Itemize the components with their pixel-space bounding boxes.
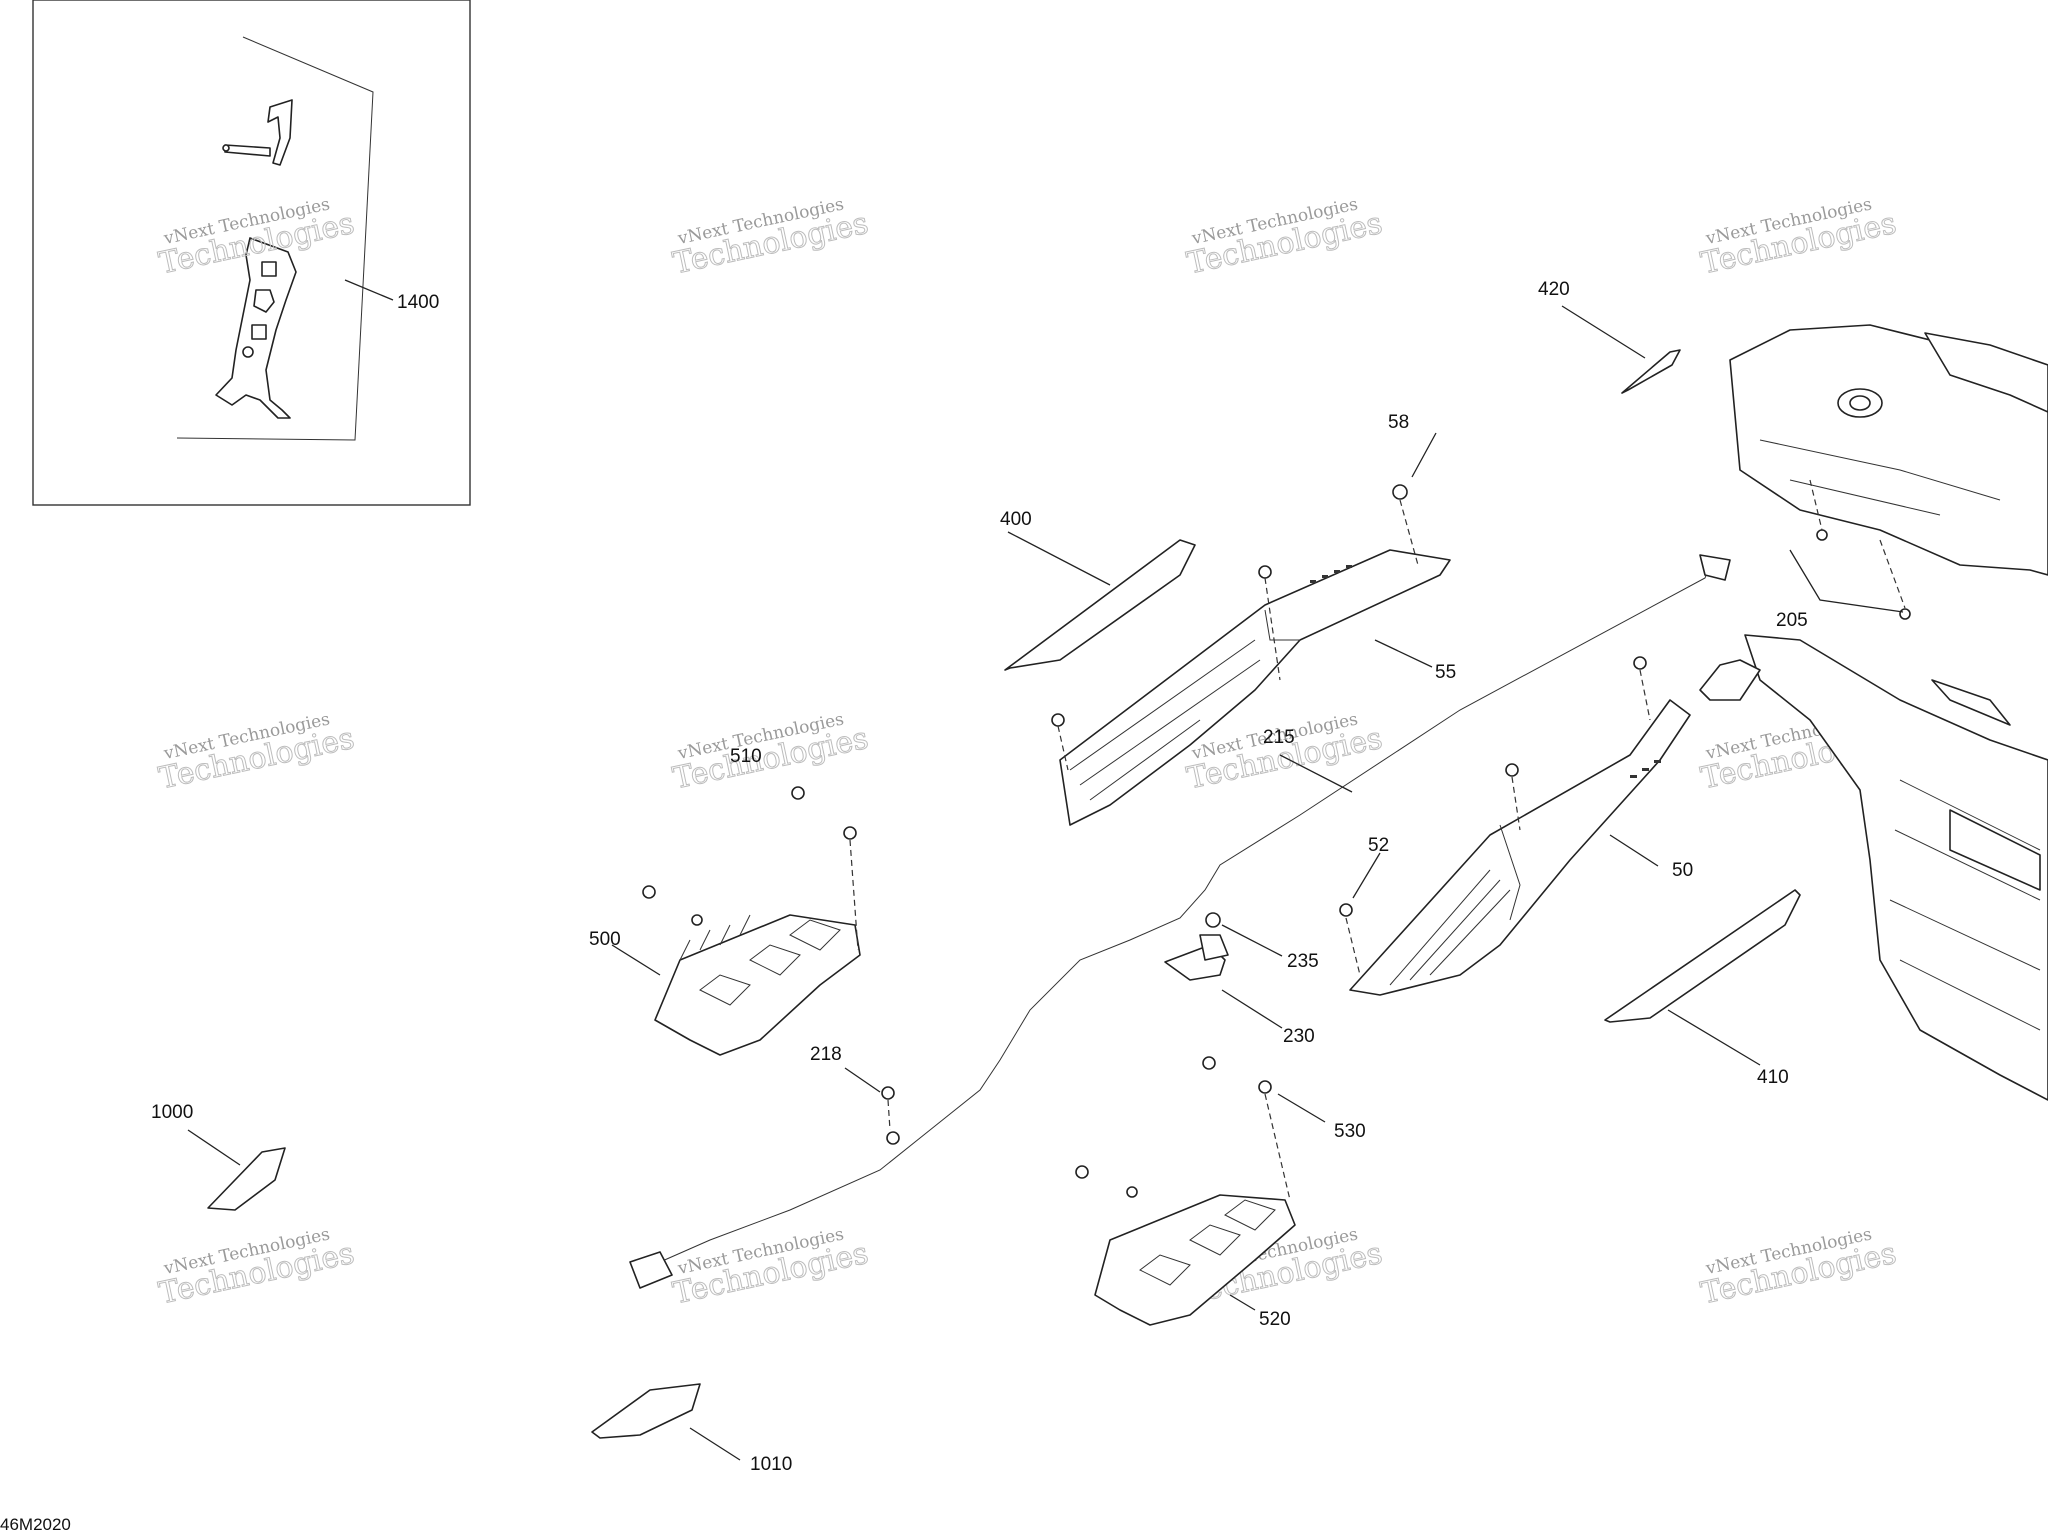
callout-215: 215 [1263,727,1295,748]
side-panel-50 [1349,699,1691,996]
decal-1010 [591,1383,741,1461]
callout-400: 400 [1000,509,1032,530]
callout-1000: 1000 [151,1102,193,1123]
decal-410 [1604,889,1801,1066]
decal-420 [1561,305,1681,394]
step-plate-520 [1075,1056,1296,1326]
decal-1000 [187,1129,286,1211]
callout-520: 520 [1259,1309,1291,1330]
callout-52: 52 [1368,835,1389,856]
callout-1400: 1400 [397,292,439,313]
screw-218 [844,1067,895,1131]
rear-bumper-assembly [1699,634,2048,1101]
screw-530 [1277,1093,1326,1123]
callout-420: 420 [1538,279,1570,300]
wrench-tool-part [215,237,297,419]
step-plate-500 [611,786,861,1056]
callout-50: 50 [1672,860,1693,881]
decal-400 [1004,531,1196,671]
clip-230 [1164,912,1283,1029]
callout-1010: 1010 [750,1454,792,1475]
callout-510: 510 [730,746,762,767]
callout-58: 58 [1388,412,1409,433]
screw-58 [1392,432,1437,566]
callout-230: 230 [1283,1026,1315,1047]
callout-55: 55 [1435,662,1456,683]
callout-labels: 1400 420 58 400 55 205 215 510 52 50 500 235 230 218 4… [151,279,1808,1475]
callout-410: 410 [1757,1067,1789,1088]
callout-530: 530 [1334,1121,1366,1142]
diagram-code: 46M2020 [0,1515,71,1534]
side-panel-55 [1051,549,1451,826]
callout-500: 500 [589,929,621,950]
callout-205: 205 [1776,610,1808,631]
screw-52 [1339,656,1651,976]
tool-inset-box [32,0,471,506]
callout-235: 235 [1287,951,1319,972]
cable-harness-215 [629,554,1731,1289]
tool-key-part [222,99,293,166]
callout-218: 218 [810,1044,842,1065]
rear-cover-assembly [1729,324,2048,620]
